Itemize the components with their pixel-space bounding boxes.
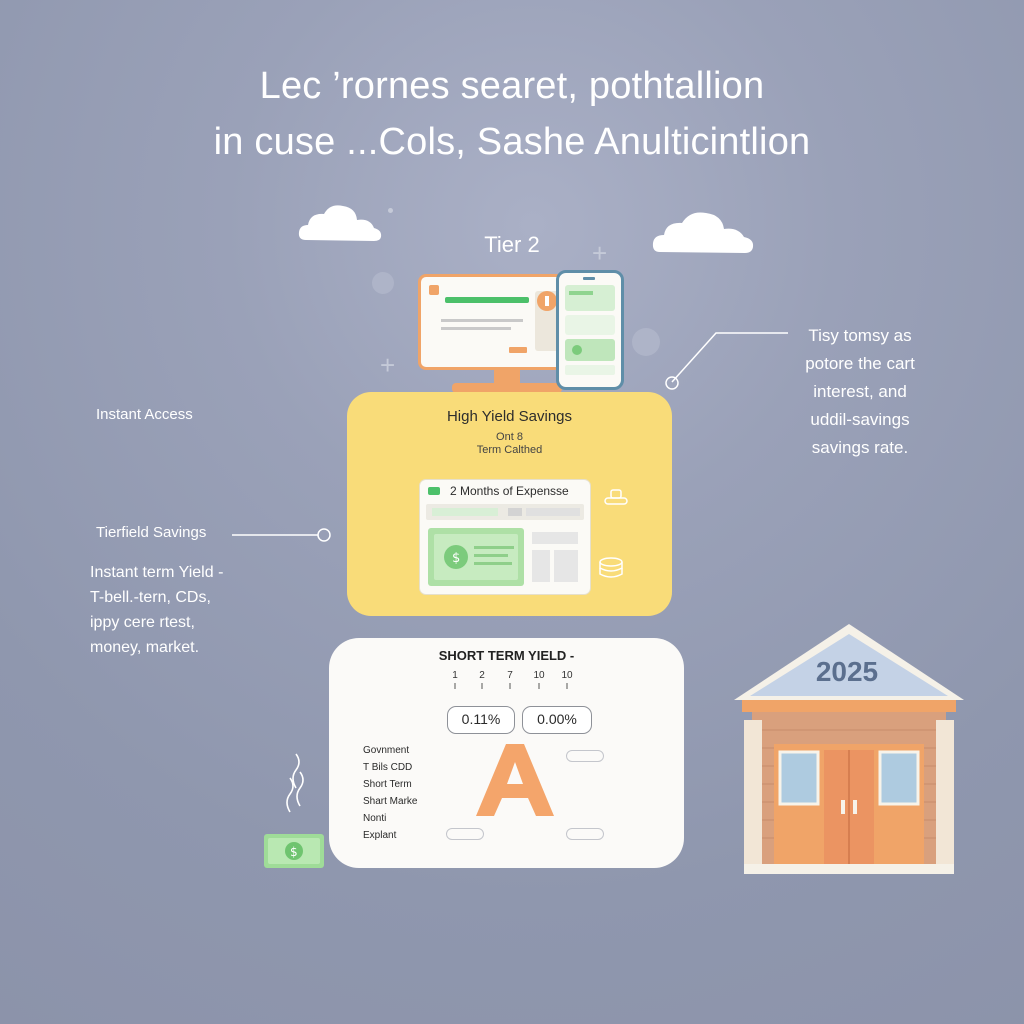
phone-icon (556, 270, 624, 390)
sparkle-plus-icon: + (592, 238, 608, 268)
placeholder-pill (446, 828, 484, 840)
decorative-dot (632, 328, 660, 356)
tick-label: 7 (507, 670, 513, 681)
instrument-item: T Bils CDD (363, 762, 413, 773)
right-note-line: interest, and (813, 382, 907, 401)
placeholder-pill (566, 750, 604, 762)
sparkle-plus-icon: + (380, 350, 396, 380)
card-subtitle-2: Term Calthed (476, 444, 543, 456)
tick-marks (454, 683, 568, 689)
left-note-line: Instant term Yield - (90, 564, 224, 581)
left-note-line: money, market. (90, 639, 200, 656)
rate-right-pill: 0.00% (522, 706, 592, 734)
cloud-icon-left (298, 205, 382, 241)
coin-stack-icon (599, 557, 623, 578)
cloud-icon-right (652, 212, 754, 253)
grade-a-icon (476, 744, 554, 816)
headline-line-2: in cuse ...Cols, Sashe Anulticintlion (213, 121, 811, 163)
right-note-line: potore the cart (805, 354, 915, 373)
monitor-base (452, 383, 562, 393)
rate-left-pill: 0.11% (447, 706, 515, 734)
coin-tray-icon (604, 489, 628, 505)
short-term-yield-title: SHORT TERM YIELD - (438, 648, 575, 663)
decorative-dot (372, 272, 394, 294)
left-note-line: ippy cere rtest, (90, 614, 195, 631)
card-subtitle-1: Ont 8 (496, 431, 523, 443)
money-bill-icon: $ (264, 834, 324, 868)
tier-label: Tier 2 (484, 232, 540, 257)
svg-text:$: $ (290, 845, 298, 859)
expense-panel: $ (420, 480, 590, 594)
instrument-item: Short Term (363, 779, 412, 790)
tick-label: 1 (452, 670, 458, 681)
bank-year-label: 2025 (815, 656, 879, 687)
right-note: Tisy tomsy as potore the cart interest, … (760, 322, 960, 462)
tick-label: 10 (561, 670, 573, 681)
bank-building-icon (734, 624, 964, 874)
card-title: High Yield Savings (446, 408, 573, 425)
instrument-item: Govnment (363, 745, 410, 756)
placeholder-pill (566, 828, 604, 840)
instrument-list: Govnment T Bils CDD Short Term Shart Mar… (363, 742, 417, 844)
instrument-item: Shart Marke (363, 796, 418, 807)
monitor-stand (494, 370, 520, 386)
headline: Lec ’rornes searet, pothtallion in cuse … (60, 58, 964, 170)
right-note-line: Tisy tomsy as (808, 326, 912, 345)
right-note-line: uddil-savings (810, 410, 910, 429)
tick-label: 2 (479, 670, 485, 681)
steam-icon (286, 753, 304, 813)
instrument-item: Nonti (363, 813, 387, 824)
expense-label: 2 Months of Expensse (450, 484, 569, 498)
right-note-line: savings rate. (811, 438, 909, 457)
left-notes: Instant term Yield - T-bell.-tern, CDs, … (90, 560, 223, 660)
svg-text:$: $ (452, 551, 460, 566)
instrument-item: Explant (363, 830, 397, 841)
tiered-savings-label: Tierfield Savings (96, 524, 207, 541)
left-note-line: T-bell.-tern, CDs, (90, 589, 211, 606)
tick-label: 10 (533, 670, 545, 681)
decorative-dot (388, 208, 393, 213)
instant-access-label: Instant Access (96, 406, 193, 423)
headline-line-1: Lec ’rornes searet, pothtallion (259, 65, 765, 107)
